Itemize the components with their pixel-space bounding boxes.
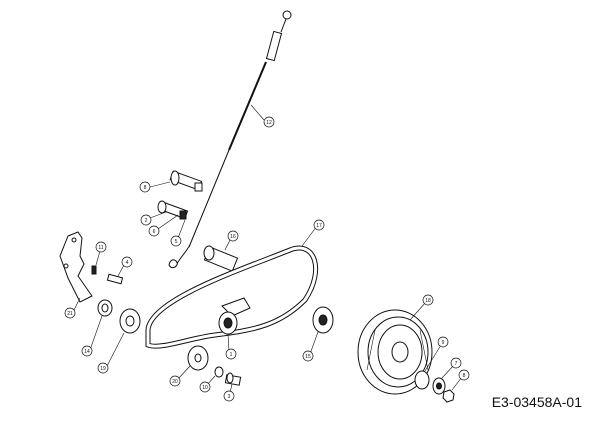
callout-7: 7: [450, 357, 462, 369]
callout-19-label: 19: [100, 366, 106, 372]
callout-16-label: 16: [230, 234, 236, 240]
left-pulley-washers: [97, 299, 141, 334]
callout-15: 15: [302, 350, 314, 362]
callout-10-label: 10: [202, 385, 208, 391]
callout-3: 3: [223, 390, 235, 402]
small-pulley: [312, 306, 334, 334]
callout-12: 12: [263, 116, 275, 128]
callout-4: 4: [121, 256, 133, 268]
drawing-reference-code: E3-03458A-01: [491, 394, 582, 410]
callout-6: 6: [148, 225, 160, 237]
callout-14-label: 14: [84, 349, 90, 355]
callout-8-lower-label: 8: [463, 373, 466, 379]
callout-6-label: 6: [153, 229, 156, 235]
callout-17-label: 17: [316, 223, 322, 229]
callout-20: 20: [169, 375, 181, 387]
callout-9-label: 9: [442, 340, 445, 346]
lower-hardware: [187, 345, 242, 386]
spring-pin: [91, 265, 124, 285]
callout-19: 19: [97, 362, 109, 374]
callout-21: 21: [64, 307, 76, 319]
callout-15-label: 15: [305, 354, 311, 360]
bolt-set: [157, 170, 203, 220]
bracket: [59, 231, 93, 303]
spacer-tube: [203, 245, 239, 272]
cable-assembly: [168, 10, 292, 269]
callout-8-upper: 8: [139, 181, 151, 193]
callout-18: 18: [422, 294, 434, 306]
callout-1-label: 1: [230, 352, 233, 358]
callout-20-label: 20: [172, 379, 178, 385]
callout-16: 16: [227, 230, 239, 242]
drive-belt: [145, 245, 319, 349]
callout-14: 14: [81, 345, 93, 357]
callout-8-upper-label: 8: [144, 185, 147, 191]
callout-3-label: 3: [228, 394, 231, 400]
idler-pulley: [218, 297, 251, 335]
leader-lines: [73, 104, 463, 394]
callout-7-label: 7: [455, 361, 458, 367]
callout-11: 11: [95, 241, 107, 253]
callout-11-label: 11: [98, 245, 103, 251]
right-washers-nut: [414, 370, 455, 403]
callout-12-label: 12: [266, 120, 272, 126]
large-pulley: [357, 309, 433, 395]
callout-2-label: 2: [145, 218, 148, 224]
callout-1: 1: [225, 348, 237, 360]
callout-8-lower: 8: [458, 369, 470, 381]
callout-2: 2: [140, 214, 152, 226]
callout-4-label: 4: [126, 260, 129, 266]
callout-5-label: 5: [175, 239, 178, 245]
callout-18-label: 18: [425, 298, 431, 304]
callout-21-label: 21: [67, 311, 73, 317]
callout-9: 9: [437, 336, 449, 348]
callout-10: 10: [199, 381, 211, 393]
callout-5: 5: [170, 235, 182, 247]
callout-17: 17: [313, 219, 325, 231]
